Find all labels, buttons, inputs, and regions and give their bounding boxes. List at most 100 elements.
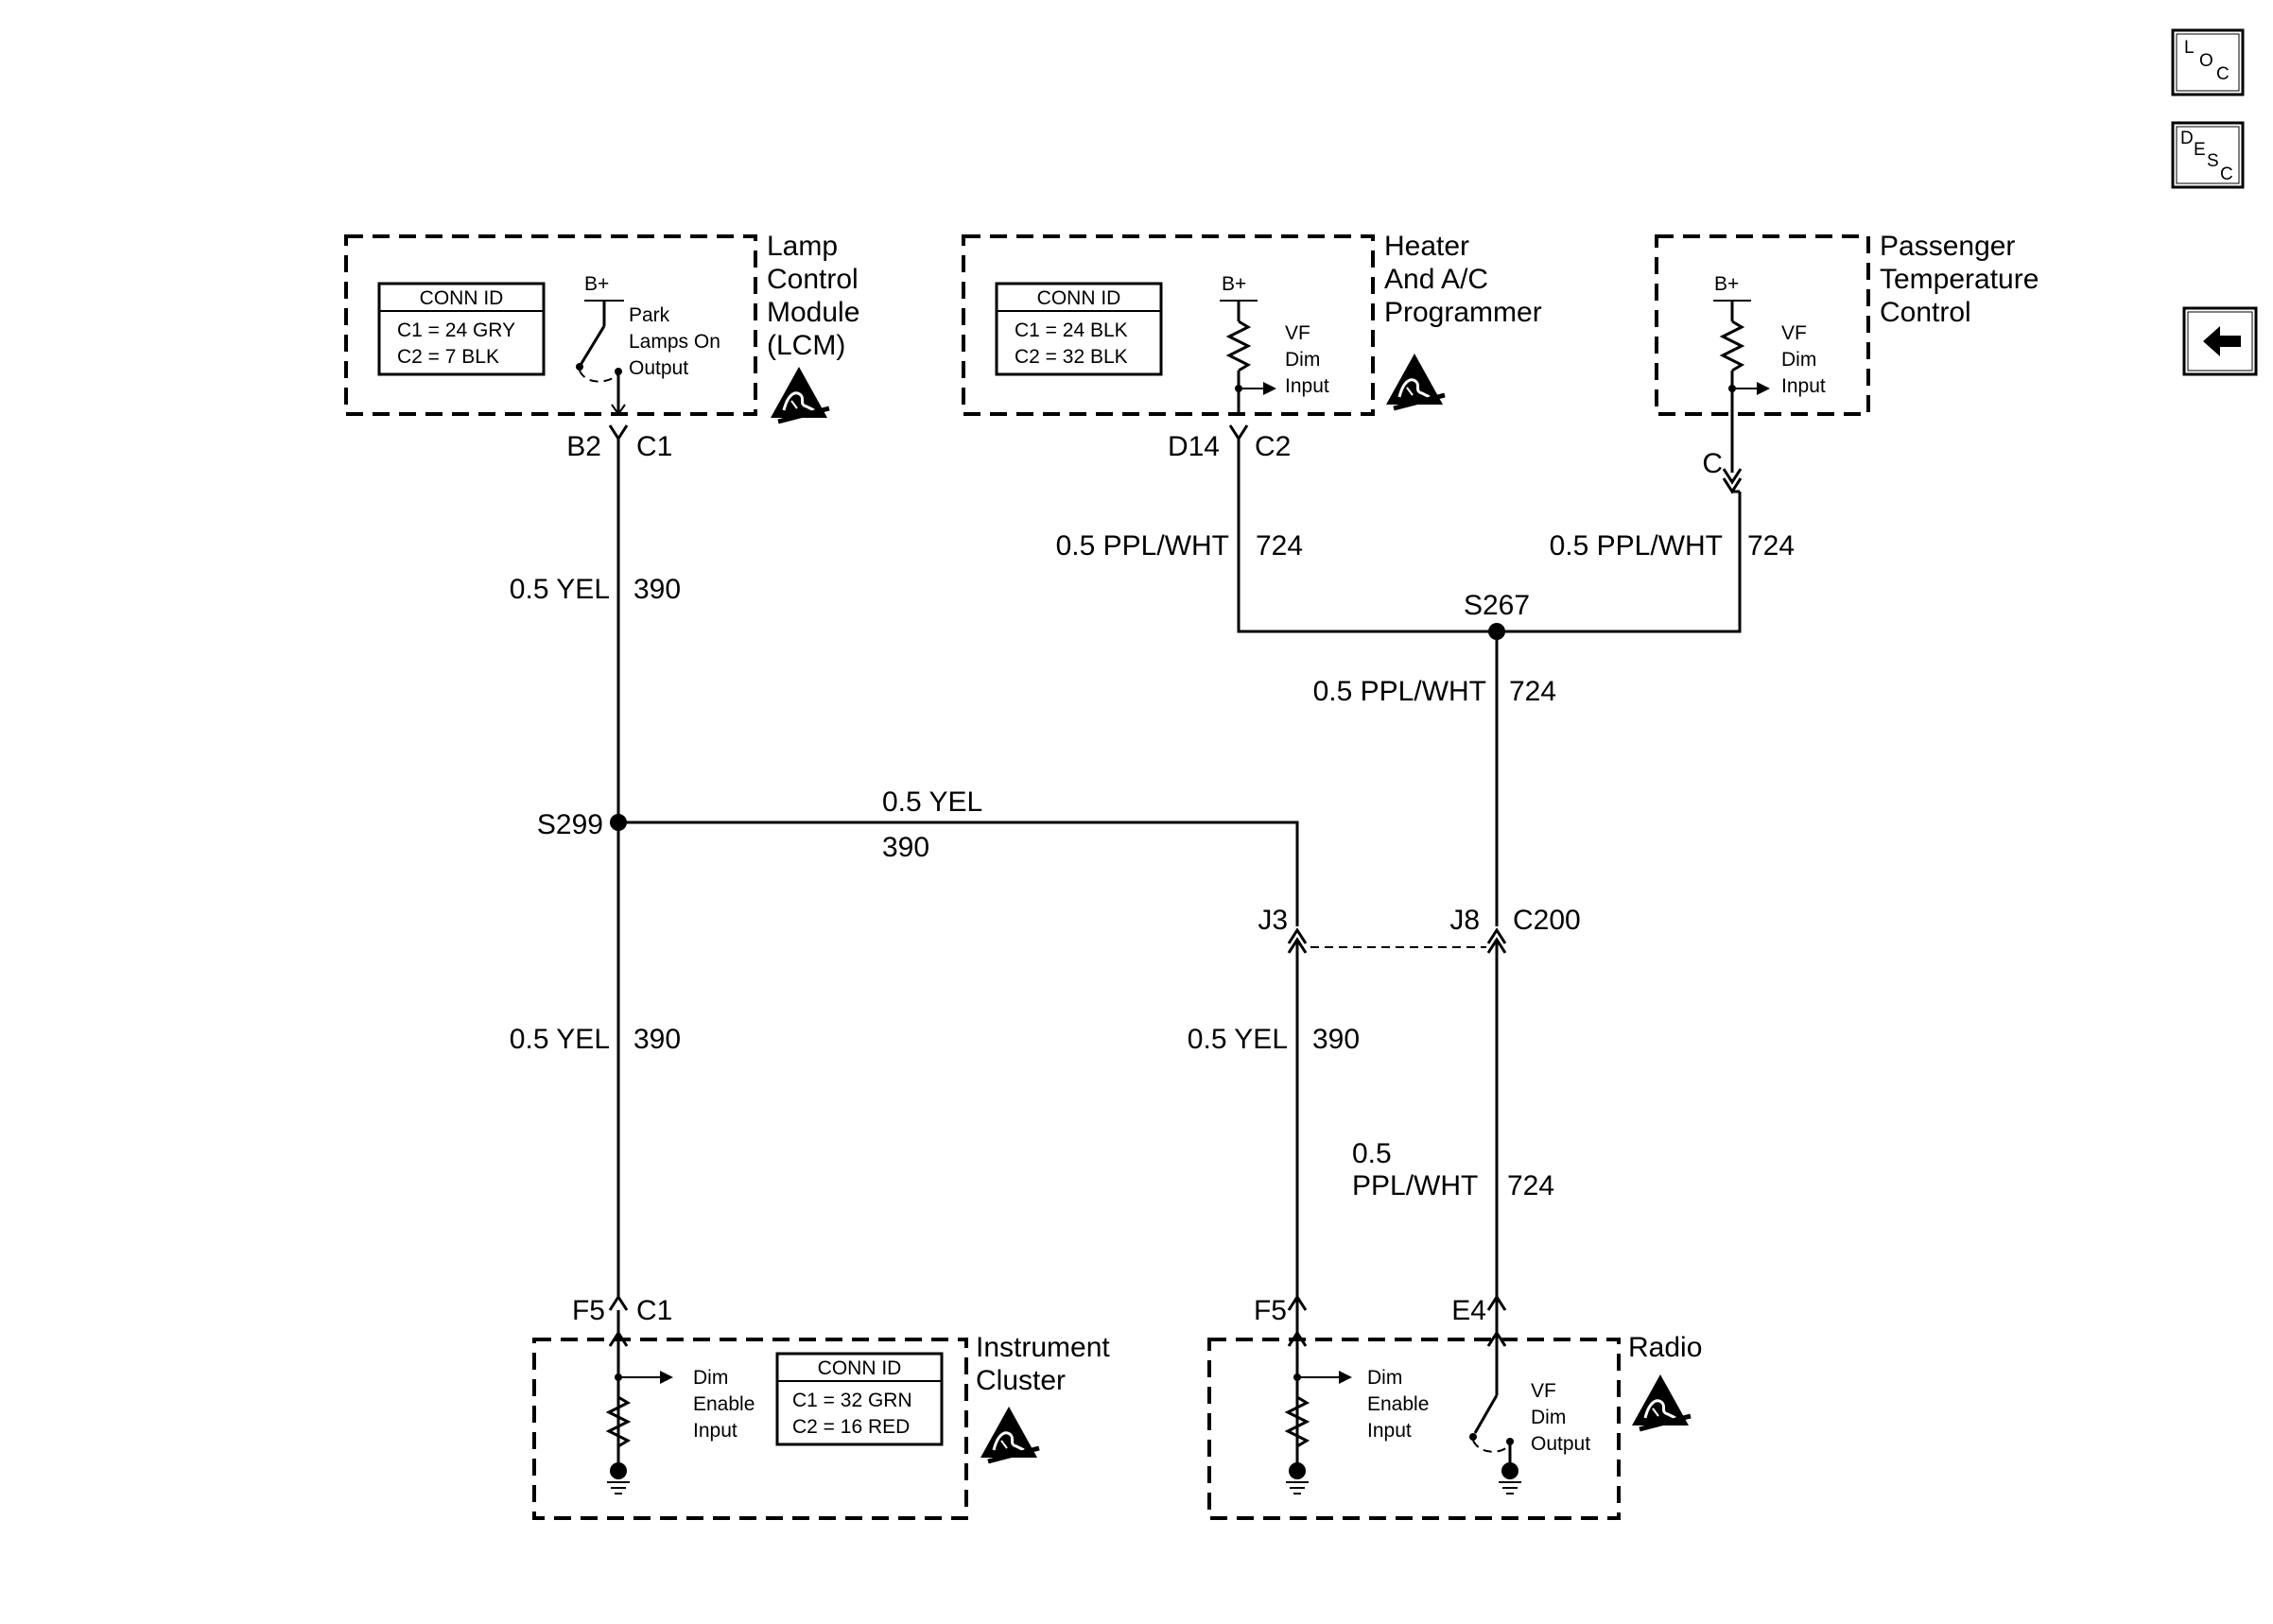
radio-function-left-3: Input xyxy=(1367,1420,1412,1442)
hvac-conn-row-1: C1 = 24 BLK xyxy=(1015,320,1128,341)
radio-function-right-2: Dim xyxy=(1531,1407,1566,1428)
lcm-name-1: Lamp xyxy=(767,231,838,262)
lcm-name-4: (LCM) xyxy=(767,330,845,361)
resistor-icon xyxy=(1719,320,1745,372)
cluster-name-1: Instrument xyxy=(976,1332,1110,1363)
radio-function-right-1: VF xyxy=(1531,1380,1556,1402)
ground-icon xyxy=(610,1462,627,1479)
arrow-icon xyxy=(1263,382,1276,395)
cluster-conn: C1 xyxy=(636,1295,672,1326)
desc-letter-2: E xyxy=(2194,140,2206,160)
hvac-component: Heater And A/C Programmer CONN ID C1 = 2… xyxy=(962,231,1542,462)
resistor-icon xyxy=(1225,320,1252,372)
switch-icon xyxy=(579,325,606,366)
wire-circuit: 390 xyxy=(633,574,681,605)
splice-label: S299 xyxy=(537,809,603,840)
radio-pin-right: E4 xyxy=(1451,1295,1486,1326)
wire-circuit: 390 xyxy=(1312,1024,1360,1055)
ptc-function-3: Input xyxy=(1781,375,1826,397)
desc-letter-4: C xyxy=(2220,164,2233,184)
esd-icon xyxy=(771,367,829,422)
splice-label: S267 xyxy=(1464,590,1530,621)
arrow-icon xyxy=(660,1371,673,1384)
back-arrow-icon xyxy=(2203,326,2241,356)
cluster-component: Instrument Cluster F5 C1 Dim Enable Inpu… xyxy=(532,1294,1110,1520)
esd-icon xyxy=(1386,354,1445,408)
lcm-name-3: Module xyxy=(767,297,859,328)
hvac-pin: D14 xyxy=(1168,431,1220,462)
wire-circuit: 724 xyxy=(1747,530,1795,561)
desc-letter-3: S xyxy=(2207,151,2219,171)
radio-name: Radio xyxy=(1628,1332,1702,1363)
lcm-conn: C1 xyxy=(636,431,672,462)
ptc-supply-label: B+ xyxy=(1714,273,1739,295)
lcm-pin: B2 xyxy=(566,431,601,462)
ptc-name-1: Passenger xyxy=(1880,231,2015,262)
lcm-function-3: Output xyxy=(629,357,688,379)
cluster-function-1: Dim xyxy=(693,1367,728,1389)
hvac-function-1: VF xyxy=(1285,322,1310,344)
ptc-component: Passenger Temperature Control B+ VF Dim … xyxy=(1655,231,2039,494)
switch-icon xyxy=(1473,1394,1499,1434)
ground-icon xyxy=(1289,1462,1306,1479)
back-button[interactable] xyxy=(2182,306,2258,376)
radio-function-left-2: Enable xyxy=(1367,1393,1429,1415)
esd-icon xyxy=(1632,1374,1691,1429)
lcm-component: Lamp Control Module (LCM) CONN ID C1 = 2… xyxy=(344,231,859,462)
loc-button[interactable]: L O C xyxy=(2171,28,2245,96)
lcm-conn-title: CONN ID xyxy=(420,287,504,309)
loc-letter-2: O xyxy=(2199,51,2213,71)
hvac-name-2: And A/C xyxy=(1384,264,1488,295)
cluster-conn-row-1: C1 = 32 GRN xyxy=(792,1390,912,1411)
c200-pin-j8: J8 xyxy=(1449,905,1480,936)
cluster-pin: F5 xyxy=(572,1295,605,1326)
wire-spec: 0.5 YEL xyxy=(510,1024,610,1055)
wire-circuit: 390 xyxy=(633,1024,681,1055)
arrow-icon xyxy=(1339,1371,1352,1384)
wire-spec: 0.5 PPL/WHT xyxy=(1550,530,1723,561)
lcm-name-2: Control xyxy=(767,264,859,295)
connector-c200: J3 J8 C200 xyxy=(1258,905,1581,954)
lcm-conn-row-2: C2 = 7 BLK xyxy=(397,346,499,368)
wire-circuit: 724 xyxy=(1507,1170,1554,1201)
loc-letter-3: C xyxy=(2216,64,2230,84)
wire-spec: 0.5 YEL xyxy=(1188,1024,1288,1055)
hvac-supply-label: B+ xyxy=(1222,273,1246,295)
lcm-function-2: Lamps On xyxy=(629,331,720,353)
cluster-conn-row-2: C2 = 16 RED xyxy=(792,1416,910,1438)
c200-pin-j3: J3 xyxy=(1258,905,1288,936)
wire-390-horizontal xyxy=(618,821,1299,926)
cluster-function-3: Input xyxy=(693,1420,737,1442)
wire-circuit: 390 xyxy=(882,832,929,863)
cluster-conn-id-table: CONN ID C1 = 32 GRN C2 = 16 RED xyxy=(775,1352,944,1446)
ptc-name-3: Control xyxy=(1880,297,1971,328)
lcm-function-1: Park xyxy=(629,304,670,326)
ptc-function-2: Dim xyxy=(1781,349,1816,371)
wire-spec: 0.5 xyxy=(1352,1138,1392,1169)
cluster-function-2: Enable xyxy=(693,1393,755,1415)
lcm-conn-id-table: CONN ID C1 = 24 GRY C2 = 7 BLK xyxy=(377,282,546,376)
radio-component: Radio F5 E4 Dim Enable Input VF Dim Ou xyxy=(1207,1294,1702,1520)
hvac-conn-id-table: CONN ID C1 = 24 BLK C2 = 32 BLK xyxy=(995,282,1163,376)
hvac-name-3: Programmer xyxy=(1384,297,1542,328)
wire-circuit: 724 xyxy=(1509,676,1556,707)
cluster-conn-title: CONN ID xyxy=(818,1357,902,1379)
wire-spec: 0.5 PPL/WHT xyxy=(1313,676,1486,707)
desc-button[interactable]: D E S C xyxy=(2171,121,2245,189)
wire-spec: 0.5 YEL xyxy=(882,786,982,818)
radio-pin-left: F5 xyxy=(1254,1295,1287,1326)
resistor-icon xyxy=(605,1395,632,1448)
wire-spec: 0.5 PPL/WHT xyxy=(1056,530,1229,561)
ground-icon xyxy=(1501,1462,1518,1479)
lcm-supply-label: B+ xyxy=(584,273,609,295)
esd-icon xyxy=(980,1407,1039,1461)
wire-spec: PPL/WHT xyxy=(1352,1170,1478,1201)
cluster-name-2: Cluster xyxy=(976,1365,1066,1396)
desc-letter-1: D xyxy=(2180,129,2194,148)
hvac-conn-title: CONN ID xyxy=(1037,287,1121,309)
hvac-conn: C2 xyxy=(1255,431,1291,462)
hvac-function-3: Input xyxy=(1285,375,1329,397)
loc-letter-1: L xyxy=(2184,38,2195,58)
hvac-name-1: Heater xyxy=(1384,231,1469,262)
